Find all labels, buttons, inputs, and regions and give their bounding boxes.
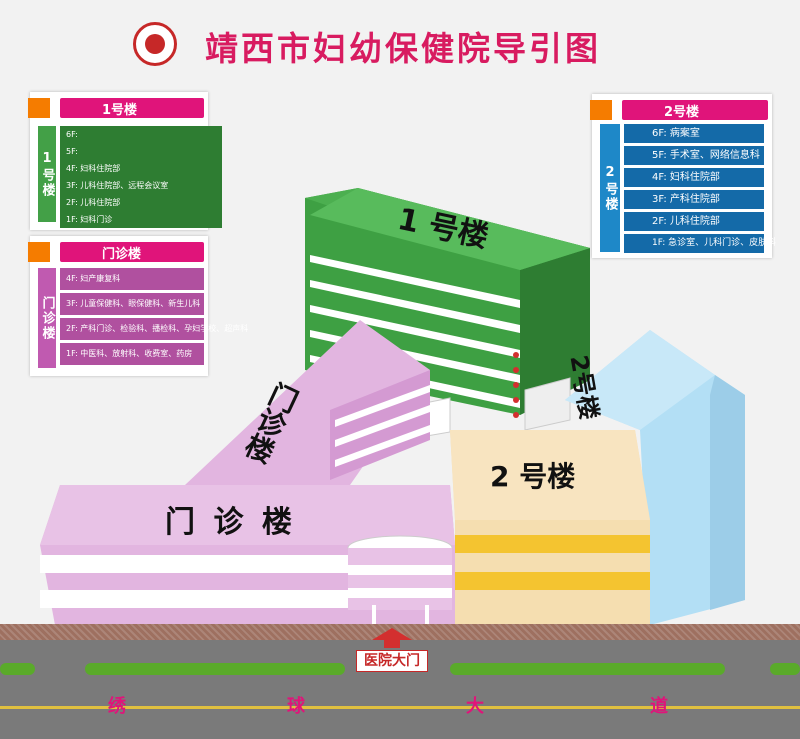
street-name-char: 大 xyxy=(466,696,484,717)
hospital-logo-icon xyxy=(133,22,177,66)
building1-right-face xyxy=(520,248,590,415)
page-title: 靖西市妇幼保健院导引图 xyxy=(205,29,601,68)
floor-row: 2F: 儿科住院部 xyxy=(60,194,222,211)
panel-building1: 1号楼 1号楼 6F: 5F: 4F: 妇科住院部 3F: 儿科住院部、远程会议… xyxy=(28,92,222,230)
floor-row: 6F: xyxy=(60,126,222,143)
header-accent-icon xyxy=(28,242,50,262)
hedge xyxy=(85,663,345,675)
floor-row: 1F: 中医科、放射科、收费室、药房 xyxy=(60,343,204,365)
road-lane-mark xyxy=(0,706,800,709)
floor-row: 2F: 儿科住院部 xyxy=(624,212,764,231)
header-accent-icon xyxy=(28,98,50,118)
hedge xyxy=(450,663,725,675)
building1-red-dots xyxy=(513,352,519,418)
street-name-char: 绣 xyxy=(108,696,126,717)
floor-row: 5F: 手术室、网络信息科 xyxy=(624,146,764,165)
floor-row: 5F: xyxy=(60,143,222,160)
panel-outpatient: 门诊楼 门诊楼 4F: 妇产康复科 3F: 儿童保健科、眼保健科、新生儿科 2F… xyxy=(28,236,248,376)
street-name-char: 球 xyxy=(287,696,305,717)
floor-row: 3F: 儿童保健科、眼保健科、新生儿科 xyxy=(60,293,204,315)
floor-row: 4F: 妇产康复科 xyxy=(60,268,204,290)
panel-building2-header: 2号楼 xyxy=(590,100,768,120)
gate-label: 医院大门 xyxy=(356,650,428,672)
floor-row: 1F: 急诊室、儿科门诊、皮肤科 xyxy=(624,234,776,253)
floor-row: 4F: 妇科住院部 xyxy=(624,168,764,187)
panel-outpatient-header: 门诊楼 xyxy=(28,242,204,262)
panel-building2: 2号楼 2号楼 6F: 病案室 5F: 手术室、网络信息科 4F: 妇科住院部 … xyxy=(590,94,776,258)
floor-row: 2F: 产科门诊、检验科、播检科、孕妇学校、超声科 xyxy=(60,318,248,340)
floor-row: 3F: 儿科住院部、远程会议室 xyxy=(60,177,222,194)
gate-arrow-icon xyxy=(372,628,412,648)
floor-row: 3F: 产科住院部 xyxy=(624,190,764,209)
hedge xyxy=(770,663,800,675)
title-bar: 靖西市妇幼保健院导引图 xyxy=(0,0,800,84)
panel-outpatient-side-label: 门诊楼 xyxy=(38,268,56,368)
panel-building1-side-label: 1号楼 xyxy=(38,126,56,222)
floor-row: 4F: 妇科住院部 xyxy=(60,160,222,177)
map-label-outpatient-front: 门 诊 楼 xyxy=(165,505,296,540)
panel-building1-header: 1号楼 xyxy=(28,98,204,118)
map-label-building2-front: 2 号楼 xyxy=(490,460,576,493)
panel-building2-side-label: 2号楼 xyxy=(600,124,620,252)
header-accent-icon xyxy=(590,100,612,120)
floor-row: 1F: 妇科门诊 xyxy=(60,211,222,228)
street-name-char: 道 xyxy=(650,696,668,717)
hedge xyxy=(0,663,35,675)
floor-row: 6F: 病案室 xyxy=(624,124,764,143)
